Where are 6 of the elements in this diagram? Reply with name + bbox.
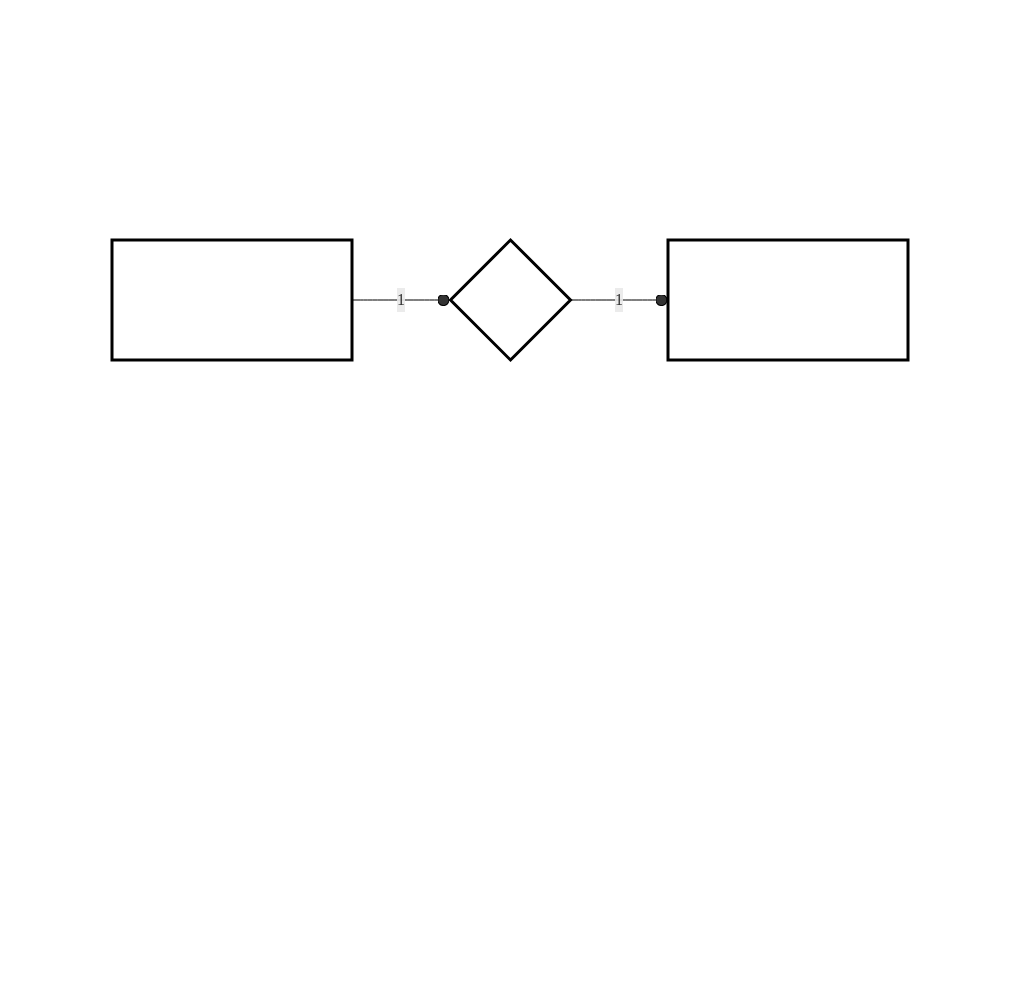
- connector: [569, 293, 669, 307]
- edge-label: 1: [615, 291, 623, 308]
- node-diamond: [448, 237, 573, 363]
- node-box: [110, 238, 354, 362]
- edge-label: 1: [397, 291, 405, 308]
- node-box: [666, 238, 910, 362]
